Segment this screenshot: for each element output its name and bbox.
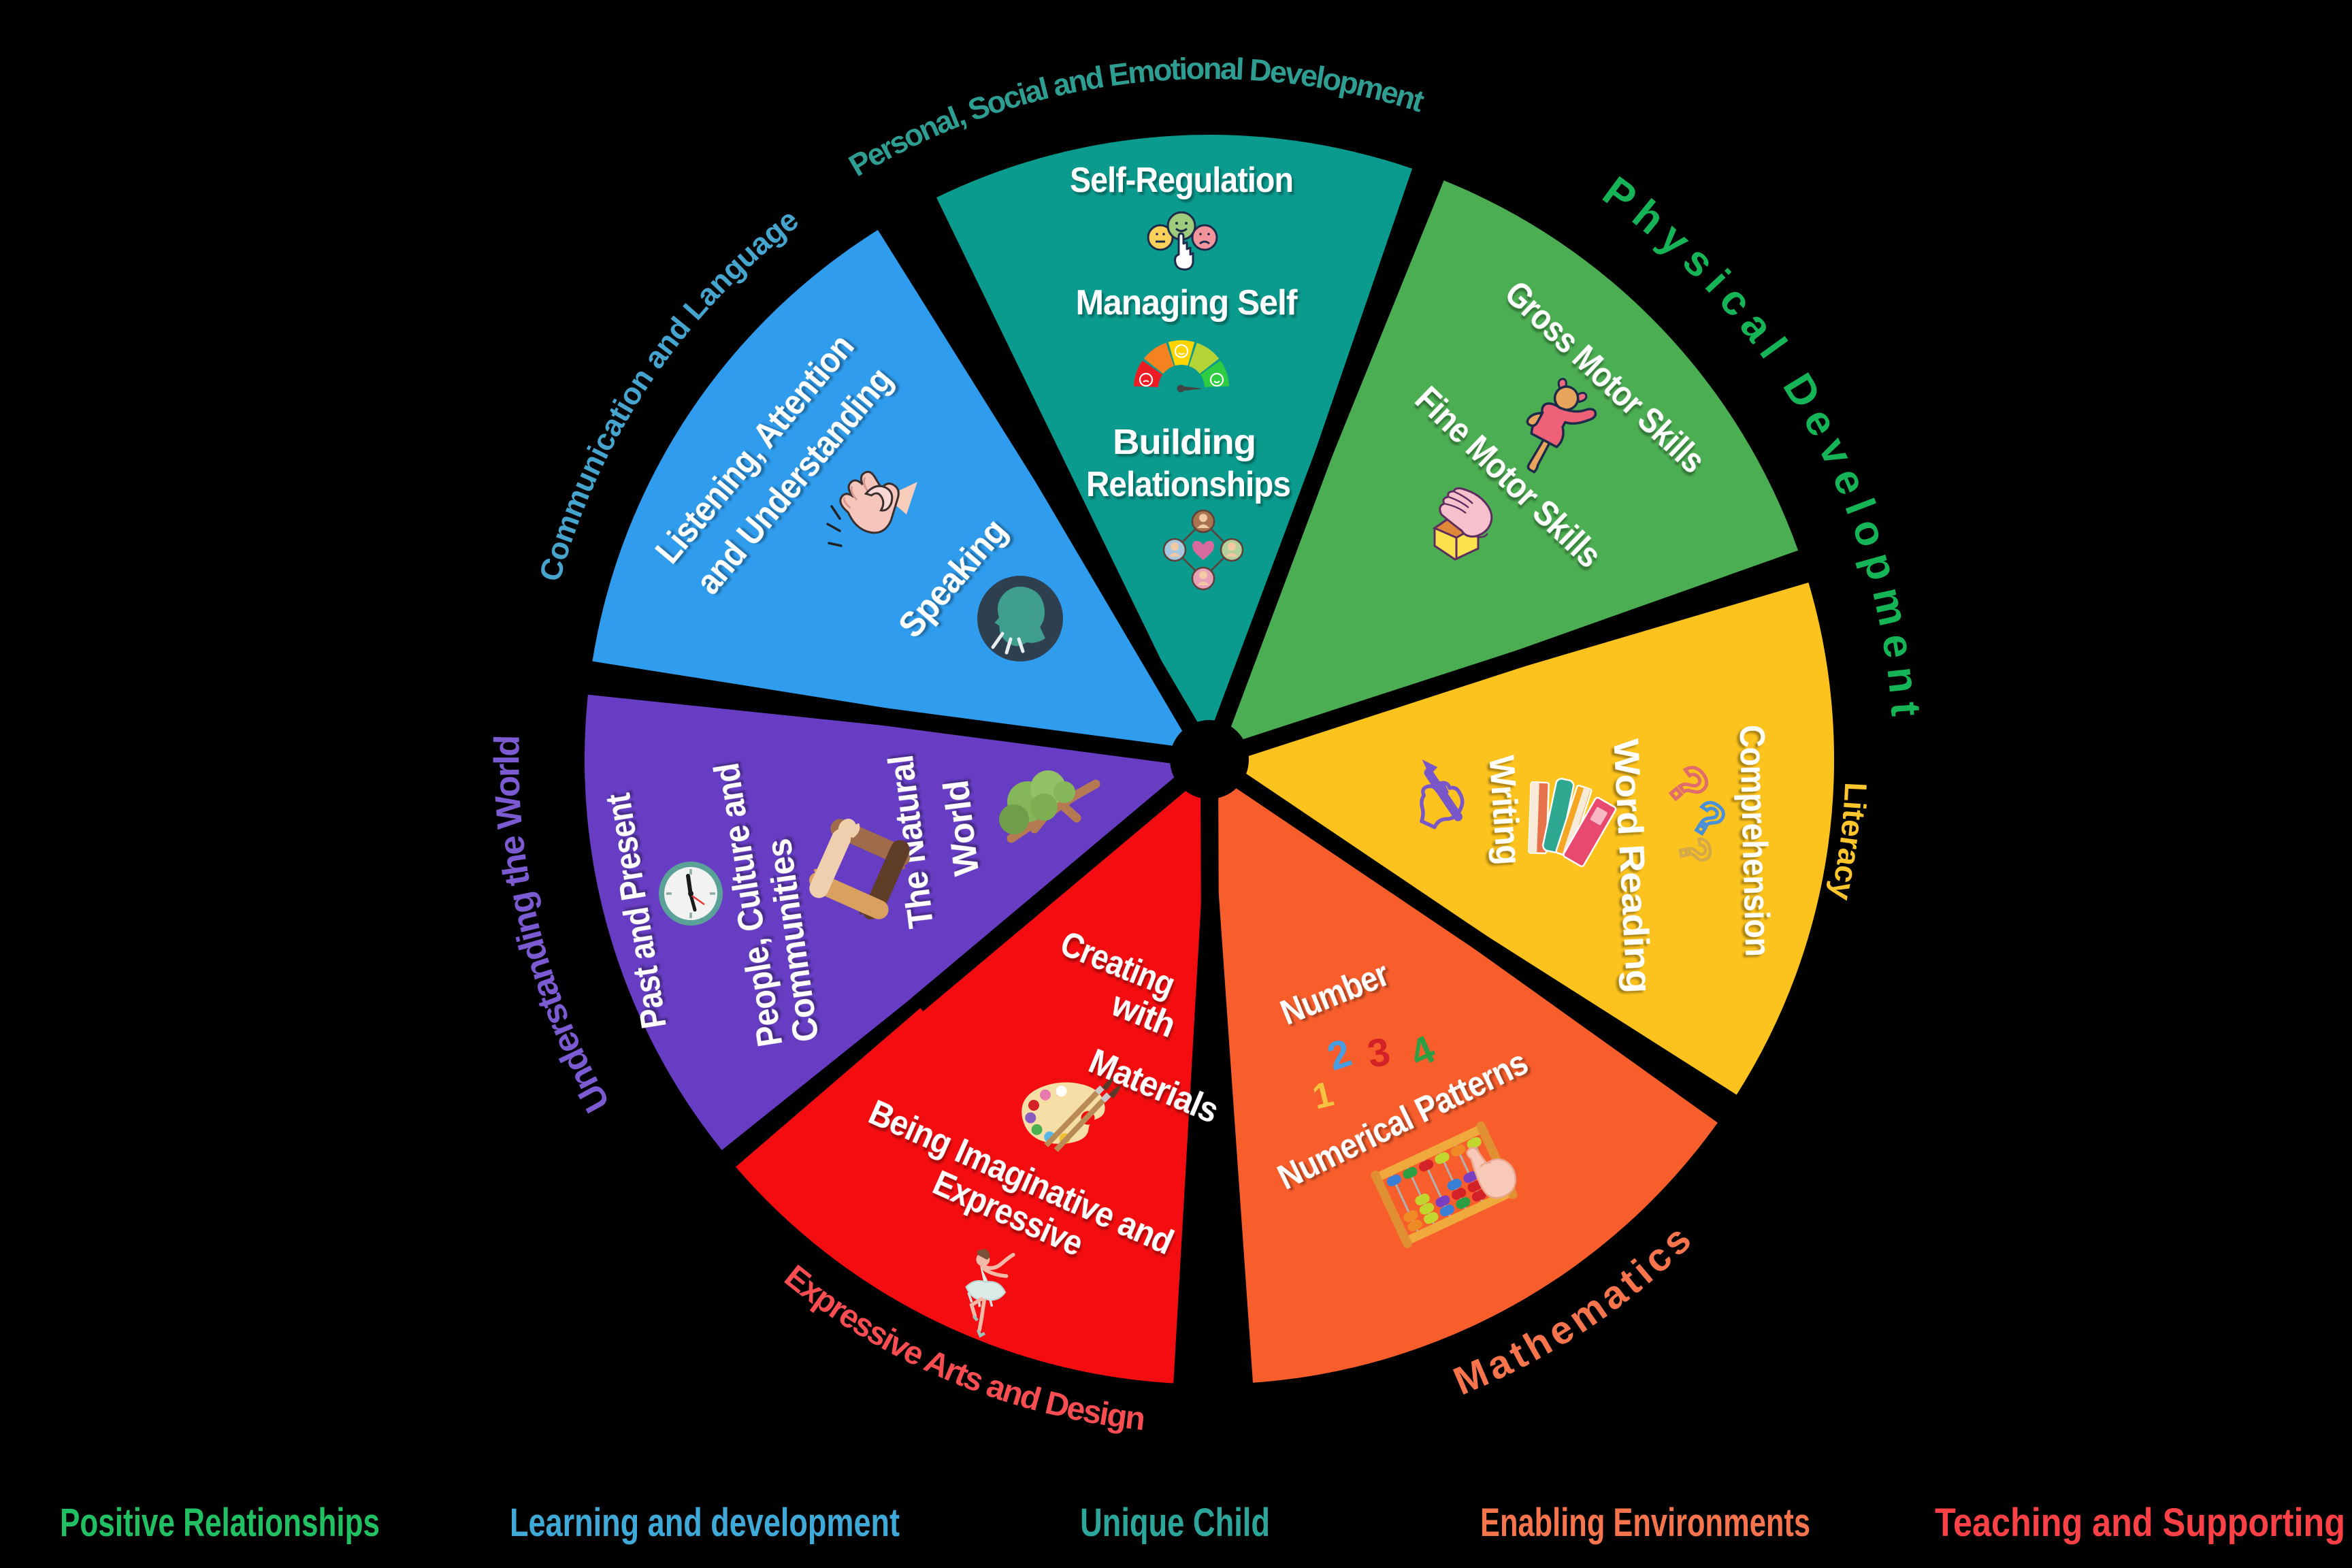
svg-text:Enabling Environments: Enabling Environments [1480,1501,1810,1545]
svg-text:Relationships: Relationships [1086,465,1290,504]
svg-text:Self-Regulation: Self-Regulation [1070,161,1293,200]
svg-text:Positive Relationships: Positive Relationships [60,1501,380,1545]
svg-text:Teaching and Supporting: Teaching and Supporting [1935,1501,2345,1545]
svg-text:Writing: Writing [1481,754,1528,866]
svg-text:Building: Building [1113,423,1256,462]
svg-text:Learning and development: Learning and development [510,1501,900,1545]
svg-text:Unique Child: Unique Child [1080,1501,1270,1545]
svg-text:Managing Self: Managing Self [1076,283,1298,323]
svg-text:Comprehension: Comprehension [1732,724,1778,956]
